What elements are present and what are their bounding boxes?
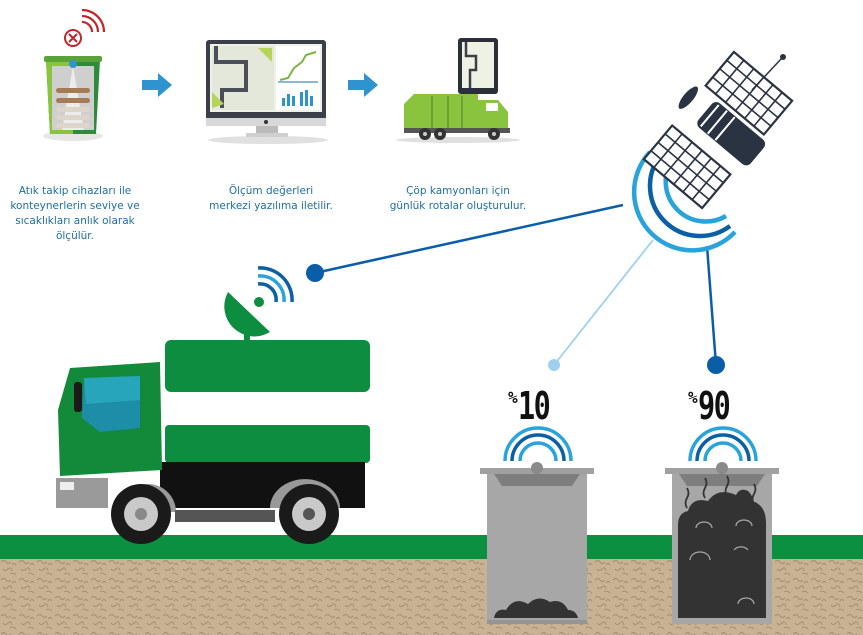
percent-symbol: % xyxy=(508,388,518,407)
link-node-bin-2 xyxy=(707,356,725,374)
link-node-truck xyxy=(306,264,324,282)
step-1-line: konteynerlerin seviye ve xyxy=(10,200,140,212)
arrow-right-icon xyxy=(348,73,378,97)
smart-bin-sensor-icon xyxy=(43,8,106,141)
link-bin-2 xyxy=(705,245,718,366)
link-node-bin-1 xyxy=(548,359,560,371)
step-3-line: Çöp kamyonları için xyxy=(406,185,510,197)
step-3-description: Çöp kamyonları için günlük rotalar oluşt… xyxy=(378,184,538,214)
smart-truck-icon xyxy=(56,266,370,544)
fill-value: 90 xyxy=(697,384,731,428)
step-1-description: Atık takip cihazları ile konteynerlerin … xyxy=(0,184,150,244)
step-1-line: sıcaklıkları anlık olarak xyxy=(15,215,135,227)
bin-high-fill xyxy=(665,426,779,624)
fill-value: 10 xyxy=(517,384,551,428)
satellite-icon xyxy=(631,50,794,253)
step-1-line: ölçülür. xyxy=(55,230,95,242)
step-3-line: günlük rotalar oluşturulur. xyxy=(389,200,527,212)
connection-lines xyxy=(306,203,725,374)
link-truck xyxy=(314,203,624,275)
step-1-line: Atık takip cihazları ile xyxy=(18,185,132,197)
step-2-line: Ölçüm değerleri xyxy=(228,185,314,197)
arrow-right-icon xyxy=(142,73,172,97)
bin-low-fill xyxy=(480,426,594,624)
percent-symbol: % xyxy=(688,388,698,407)
bin-2-fill-label: %90 xyxy=(688,384,739,428)
garbage-truck-tablet-icon xyxy=(396,38,520,143)
step-2-description: Ölçüm değerleri merkezi yazılıma iletili… xyxy=(196,184,346,214)
step-2-line: merkezi yazılıma iletilir. xyxy=(209,200,333,212)
monitor-dashboard-icon xyxy=(206,40,328,144)
bin-1-fill-label: %10 xyxy=(508,384,559,428)
link-bin-1 xyxy=(553,239,654,366)
